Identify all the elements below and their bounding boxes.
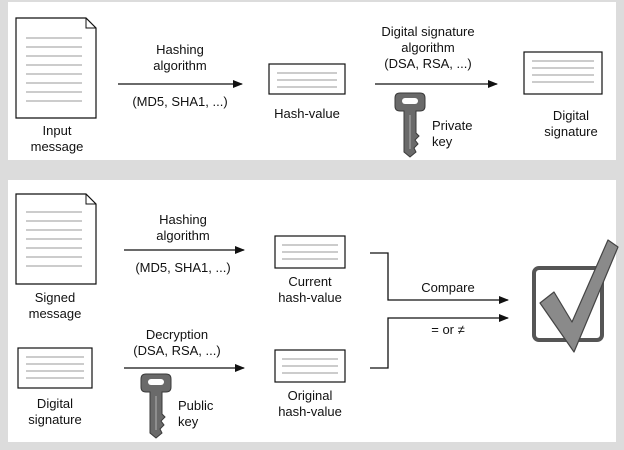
compare-label: Compare bbox=[421, 280, 475, 295]
compare-arrow-lower bbox=[370, 314, 509, 369]
signed-message-document-icon bbox=[15, 193, 97, 285]
received-signature-box-icon bbox=[17, 347, 93, 389]
public-key-icon bbox=[140, 373, 172, 439]
private-key-icon bbox=[394, 92, 426, 158]
decryption-label: Decryption(DSA, RSA, ...) bbox=[133, 327, 221, 358]
compare-arrow-upper bbox=[370, 252, 509, 304]
digital-signature-box-icon bbox=[523, 51, 603, 95]
current-hash-box-icon bbox=[274, 235, 346, 269]
hashing-algorithms-list: (MD5, SHA1, ...) bbox=[132, 94, 228, 109]
hash-value-label: Hash-value bbox=[274, 106, 340, 121]
original-hash-box-icon bbox=[274, 349, 346, 383]
verification-panel bbox=[8, 180, 616, 442]
checkmark-icon bbox=[532, 239, 619, 353]
verify-hashing-algorithms-list: (MD5, SHA1, ...) bbox=[135, 260, 231, 275]
input-message-document-icon bbox=[15, 17, 97, 119]
equality-label: = or ≠ bbox=[431, 322, 465, 337]
hash-value-box-icon bbox=[268, 63, 346, 95]
